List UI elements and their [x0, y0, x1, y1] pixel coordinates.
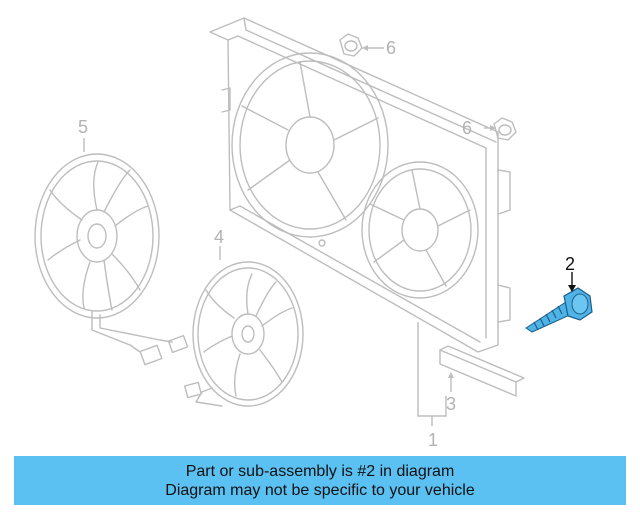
callout-3: 3 — [446, 394, 456, 414]
banner-line-1: Part or sub-assembly is #2 in diagram — [185, 462, 455, 480]
bolt-part-2[interactable] — [525, 287, 593, 333]
nut-part-6-upper[interactable] — [339, 33, 363, 57]
fan-assembly-part-5[interactable] — [34, 153, 189, 366]
nut-part-6-lower[interactable] — [493, 117, 517, 141]
fan-shroud-part-1[interactable] — [209, 17, 511, 353]
callout-4: 4 — [214, 227, 224, 247]
callout-1: 1 — [428, 430, 438, 450]
leader-lines — [83, 45, 576, 426]
callout-6-lower: 6 — [462, 118, 472, 138]
callout-6-upper: 6 — [386, 38, 396, 58]
callout-2: 2 — [565, 254, 575, 274]
callout-5: 5 — [78, 117, 88, 137]
fan-assembly-part-4[interactable] — [183, 261, 304, 407]
info-banner: Part or sub-assembly is #2 in diagram Di… — [14, 456, 626, 505]
bracket-part-3[interactable] — [439, 345, 525, 397]
banner-line-2: Diagram may not be specific to your vehi… — [165, 481, 475, 499]
